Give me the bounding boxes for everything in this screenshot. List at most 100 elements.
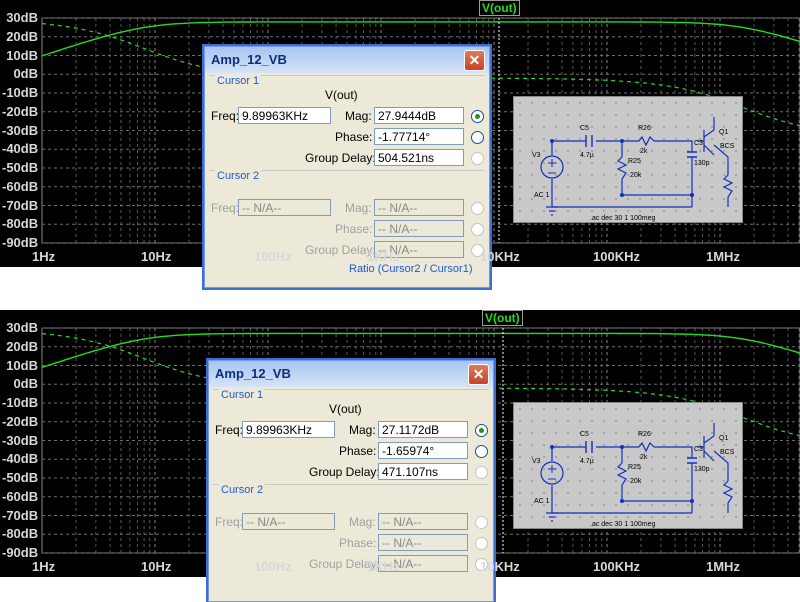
grid-dot bbox=[603, 210, 605, 212]
cursor2-phase-field[interactable]: -- N/A-- bbox=[374, 220, 464, 237]
cursor1-phase-field[interactable]: -1.65974° bbox=[378, 442, 468, 459]
cursor1-group-delay-field[interactable]: 504.521ns bbox=[374, 149, 464, 166]
grid-dot bbox=[651, 480, 653, 482]
magnitude-trace[interactable] bbox=[41, 332, 800, 369]
grid-dot bbox=[615, 162, 617, 164]
close-icon[interactable]: ✕ bbox=[464, 50, 485, 71]
phase-radio-2[interactable] bbox=[475, 537, 488, 550]
grid-dot bbox=[579, 516, 581, 518]
grid-dot bbox=[723, 174, 725, 176]
grid-dot bbox=[639, 126, 641, 128]
group-delay-radio-2[interactable] bbox=[471, 244, 484, 257]
label-c5: C5 bbox=[580, 431, 589, 438]
grid-dot bbox=[579, 504, 581, 506]
cursor2-phase-field[interactable]: -- N/A-- bbox=[378, 534, 468, 551]
grid-dot bbox=[567, 420, 569, 422]
grid-dot bbox=[519, 456, 521, 458]
cursor1-phase-field[interactable]: -1.77714° bbox=[374, 128, 464, 145]
cursor1-mag-field[interactable]: 27.1172dB bbox=[378, 421, 468, 438]
magnitude-trace[interactable] bbox=[41, 21, 800, 57]
grid-dot bbox=[579, 408, 581, 410]
grid-dot bbox=[615, 516, 617, 518]
grid-dot bbox=[615, 492, 617, 494]
dialog-titlebar[interactable]: Amp_12_VB ✕ bbox=[209, 361, 493, 387]
grid-dot bbox=[699, 492, 701, 494]
grid-dot bbox=[627, 516, 629, 518]
grid-dot bbox=[687, 186, 689, 188]
grid-dot bbox=[735, 480, 737, 482]
mag-radio[interactable] bbox=[475, 424, 488, 437]
grid-dot bbox=[711, 456, 713, 458]
grid-dot bbox=[723, 504, 725, 506]
capacitor-c5 bbox=[585, 441, 593, 453]
cursor2-group-delay-field[interactable]: -- N/A-- bbox=[374, 241, 464, 258]
cursor1-freq-field[interactable]: 9.89963KHz bbox=[238, 107, 331, 124]
cursor1-group-delay-field[interactable]: 471.107ns bbox=[378, 463, 468, 480]
grid-dot bbox=[543, 420, 545, 422]
grid-dot bbox=[735, 492, 737, 494]
grid-dot bbox=[675, 198, 677, 200]
close-icon[interactable]: ✕ bbox=[468, 364, 489, 385]
grid-dot bbox=[699, 480, 701, 482]
group-delay-radio-2[interactable] bbox=[475, 558, 488, 571]
grid-dot bbox=[531, 504, 533, 506]
grid-dot bbox=[723, 150, 725, 152]
capacitor-c3 bbox=[687, 151, 697, 158]
grid-dot bbox=[711, 102, 713, 104]
grid-dot bbox=[663, 408, 665, 410]
cursor2-label: Cursor 2 bbox=[215, 170, 262, 182]
cursor2-freq-field[interactable]: -- N/A-- bbox=[238, 199, 331, 216]
mag-radio-2[interactable] bbox=[475, 516, 488, 529]
grid-dot bbox=[723, 420, 725, 422]
grid-dot bbox=[603, 114, 605, 116]
resistor-r26 bbox=[638, 441, 655, 453]
grid-dot bbox=[651, 516, 653, 518]
grid-dot bbox=[579, 126, 581, 128]
x-tick-label: 1Hz bbox=[32, 559, 56, 574]
grid-dot bbox=[555, 504, 557, 506]
grid-dot bbox=[567, 444, 569, 446]
grid-dot bbox=[567, 516, 569, 518]
group-delay-label-2: Group Delay: bbox=[309, 557, 380, 571]
cursor1-freq-field[interactable]: 9.89963KHz bbox=[242, 421, 335, 438]
cursor2-mag-field[interactable]: -- N/A-- bbox=[378, 513, 468, 530]
grid-dot bbox=[687, 468, 689, 470]
grid-dot bbox=[627, 174, 629, 176]
grid-dot bbox=[543, 198, 545, 200]
mag-radio[interactable] bbox=[471, 110, 484, 123]
mag-radio-2[interactable] bbox=[471, 202, 484, 215]
grid-dot bbox=[735, 150, 737, 152]
grid-dot bbox=[687, 516, 689, 518]
grid-dot bbox=[651, 504, 653, 506]
grid-dot bbox=[603, 126, 605, 128]
grid-dot bbox=[675, 114, 677, 116]
grid-dot bbox=[663, 126, 665, 128]
group-delay-radio[interactable] bbox=[471, 152, 484, 165]
grid-dot bbox=[675, 408, 677, 410]
grid-dot bbox=[615, 126, 617, 128]
grid-dot bbox=[579, 432, 581, 434]
grid-dot bbox=[543, 468, 545, 470]
grid-dot bbox=[639, 174, 641, 176]
grid-dot bbox=[735, 516, 737, 518]
phase-radio[interactable] bbox=[471, 131, 484, 144]
grid-dot bbox=[699, 408, 701, 410]
grid-dot bbox=[687, 420, 689, 422]
phase-radio[interactable] bbox=[475, 445, 488, 458]
cursor1-label: Cursor 1 bbox=[215, 75, 262, 87]
cursor2-group-delay-field[interactable]: -- N/A-- bbox=[378, 555, 468, 572]
trace-label[interactable]: V(out) bbox=[482, 310, 523, 326]
dialog-titlebar[interactable]: Amp_12_VB ✕ bbox=[205, 47, 489, 73]
group-delay-radio[interactable] bbox=[475, 466, 488, 479]
grid-dot bbox=[639, 186, 641, 188]
trace-label[interactable]: V(out) bbox=[479, 0, 520, 16]
y-tick-label: 0dB bbox=[13, 66, 38, 82]
y-tick-label: -70dB bbox=[2, 507, 39, 523]
grid-dot bbox=[651, 102, 653, 104]
cursor2-mag-field[interactable]: -- N/A-- bbox=[374, 199, 464, 216]
phase-radio-2[interactable] bbox=[471, 223, 484, 236]
cursor2-freq-field[interactable]: -- N/A-- bbox=[242, 513, 335, 530]
grid-dot bbox=[555, 432, 557, 434]
cursor1-mag-field[interactable]: 27.9444dB bbox=[374, 107, 464, 124]
grid-dot bbox=[555, 198, 557, 200]
